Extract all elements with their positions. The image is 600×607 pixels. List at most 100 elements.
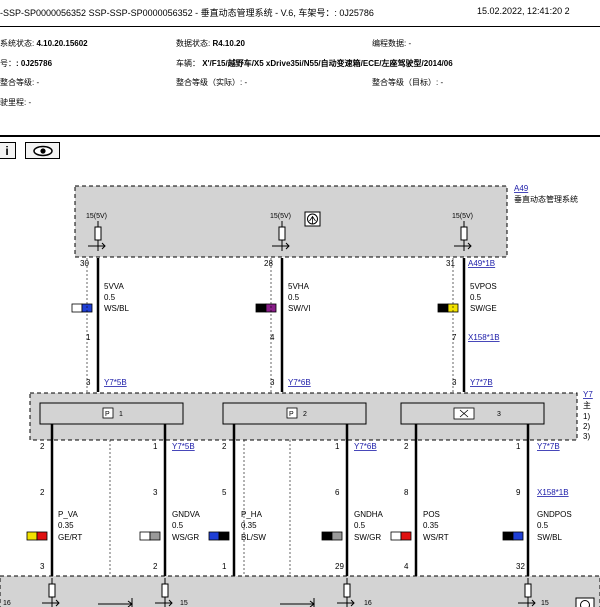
lower-wire-color: BL/SW	[241, 533, 266, 542]
lower-wire-signal: POS	[423, 510, 440, 519]
lower-top-pin: 3	[153, 488, 158, 497]
lower-wire-color-swatch	[26, 531, 48, 541]
upper-wire-size: 0.5	[288, 293, 300, 302]
upper-top-pin: 31	[446, 259, 455, 268]
lower-module-pin: 3	[40, 562, 45, 571]
upper-wire-color: SW/GE	[470, 304, 497, 313]
module-a49-box	[74, 185, 508, 258]
upper-top-pin: 30	[80, 259, 89, 268]
lower-sensor-ref-link[interactable]: Y7*5B	[172, 442, 195, 451]
module-a49-connector-link[interactable]: A49*1B	[468, 259, 495, 268]
module-a49-link[interactable]: A49	[514, 184, 529, 193]
lower-wire-signal: P_HA	[241, 510, 263, 519]
lower-wire-color-swatch	[390, 531, 412, 541]
sensor-3: 3	[400, 402, 545, 425]
right-module-link[interactable]: Y7	[583, 390, 593, 399]
lower-wire-size: 0.35	[423, 521, 439, 530]
bottom-pin-symbol	[337, 578, 355, 607]
upper-sensor-ref-link[interactable]: Y7*7B	[470, 378, 493, 387]
upper-wire-size: 0.5	[470, 293, 482, 302]
lower-wire-size: 0.35	[58, 521, 74, 530]
upper-wire-size: 0.5	[104, 293, 116, 302]
upper-sensor-pin: 3	[452, 378, 457, 387]
lower-wire-signal: GNDHA	[354, 510, 384, 519]
bottom-pin-number: 15	[180, 600, 188, 607]
document-title: -SSP-SP0000056352 SSP-SSP-SP0000056352 -…	[0, 8, 374, 18]
mileage: 驶里程: -	[0, 98, 32, 107]
eye-icon	[32, 145, 53, 156]
bottom-pin-symbol	[155, 578, 173, 607]
sensor-type-label: P	[105, 411, 110, 418]
lower-module-pin: 2	[153, 562, 158, 571]
lower-wire-color-swatch	[208, 531, 230, 541]
lower-module-pin: 4	[404, 562, 409, 571]
lower-sensor-pin: 2	[222, 442, 227, 451]
bottom-pin-symbol	[42, 578, 60, 607]
lower-wire-color-swatch	[502, 531, 524, 541]
bottom-pin-number: 15	[541, 600, 549, 607]
lower-sensor-ref-link[interactable]: Y7*7B	[537, 442, 560, 451]
lower-module-pin: 1	[222, 562, 227, 571]
lower-wire-color: WS/GR	[172, 533, 199, 542]
upper-bottom-pin: 1	[86, 333, 91, 342]
lower-sensor-pin: 2	[40, 442, 45, 451]
lower-sensor-pin: 1	[153, 442, 158, 451]
lower-wire-signal: GNDPOS	[537, 510, 572, 519]
x158-connector-link-upper[interactable]: X158*1B	[468, 333, 500, 342]
top-pin-symbol	[88, 221, 106, 251]
document-datetime: 15.02.2022, 12:41:20 2	[477, 6, 570, 16]
lower-wire-signal: P_VA	[58, 510, 79, 519]
right-module-line2: 1)	[583, 412, 590, 421]
upper-wire-signal: 5VHA	[288, 282, 310, 291]
integration-level-actual: 整合等级（实际）: -	[176, 78, 248, 87]
top-pin-voltage: 15(5V)	[452, 213, 473, 220]
lower-wire-size: 0.5	[354, 521, 366, 530]
lower-wire-color: SW/GR	[354, 533, 381, 542]
upper-sensor-ref-link[interactable]: Y7*5B	[104, 378, 127, 387]
data-state: 数据状态: R4.10.20	[176, 39, 245, 48]
bottom-switch-symbol	[280, 598, 315, 607]
upper-wire-signal: 5VVA	[104, 282, 125, 291]
bottom-switch-symbol	[98, 598, 133, 607]
upper-wire-color-swatch	[255, 303, 277, 313]
lower-sensor-ref-link[interactable]: Y7*6B	[354, 442, 377, 451]
lower-wire-size: 0.5	[172, 521, 184, 530]
x158-connector-link-lower[interactable]: X158*1B	[537, 488, 569, 497]
upper-wire-color-swatch	[71, 303, 93, 313]
sensor-number: 3	[497, 411, 501, 418]
system-state: 系统状态: 4.10.20.15602	[0, 39, 88, 48]
lower-sensor-pin: 2	[404, 442, 409, 451]
bottom-pin-symbol	[518, 578, 536, 607]
top-pin-symbol	[272, 221, 290, 251]
sensor-number: 1	[119, 411, 123, 418]
info-button[interactable]: i	[0, 142, 16, 159]
upper-bottom-pin: 4	[270, 333, 275, 342]
upper-sensor-pin: 3	[270, 378, 275, 387]
lower-wire-color: SW/BL	[537, 533, 562, 542]
info-icon: i	[5, 143, 9, 158]
lower-top-pin: 8	[404, 488, 409, 497]
sensor-number: 2	[303, 411, 307, 418]
lower-sensor-pin: 1	[516, 442, 521, 451]
lower-module-pin: 32	[516, 562, 525, 571]
lower-module-pin: 29	[335, 562, 344, 571]
integration-level: 整合等级: -	[0, 78, 40, 87]
lower-sensor-pin: 1	[335, 442, 340, 451]
upper-wire-signal: 5VPOS	[470, 282, 497, 291]
header-divider	[0, 26, 600, 27]
lower-wire-signal: GNDVA	[172, 510, 201, 519]
bottom-module-box	[0, 575, 600, 607]
upper-sensor-ref-link[interactable]: Y7*6B	[288, 378, 311, 387]
view-button[interactable]	[25, 142, 60, 159]
upper-wire-color: WS/BL	[104, 304, 129, 313]
upper-sensor-pin: 3	[86, 378, 91, 387]
right-module-line4: 3)	[583, 432, 590, 441]
integration-level-target: 整合等级（目标）: -	[372, 78, 444, 87]
upper-wire-color-swatch	[437, 303, 459, 313]
upper-wire-color: SW/VI	[288, 304, 311, 313]
info-divider	[0, 135, 600, 137]
vin: 号：: 0J25786	[0, 59, 53, 68]
